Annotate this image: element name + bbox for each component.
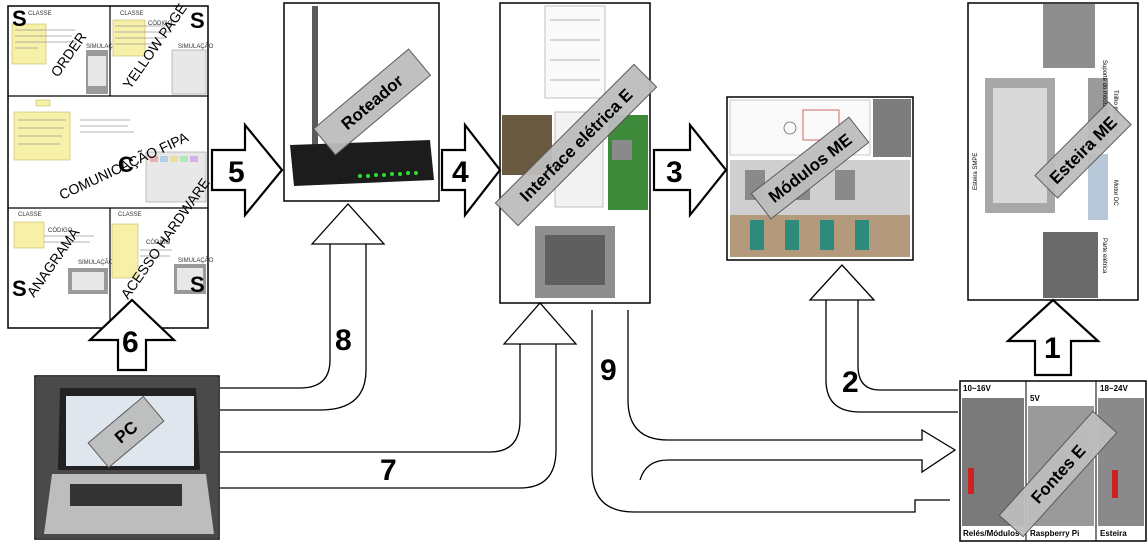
interface-raspberry-photo [608,115,648,210]
interface-schematic [544,5,606,99]
arrow-5: 5 [210,121,284,219]
arrow-2-number: 2 [842,366,859,399]
arrow-4-number: 4 [452,156,469,189]
arrow-3: 3 [652,121,728,219]
order-simulacao-text: SIMULAÇÃO [86,43,122,50]
conveyor-block: Esteira SMPE Suporte do módulos Trilho m… [967,2,1139,301]
router-block: Roteador [283,2,440,202]
arrow-1-number: 1 [1044,332,1061,365]
yp-simulacao-text: SIMULAÇÃO [178,43,214,50]
comunicacao-letter: C [118,152,134,177]
power-top-label-3: 18~24V [1100,384,1128,393]
router-antenna [312,6,318,156]
arrow-5-number: 5 [228,156,245,189]
pc-block: PC [34,375,220,540]
arrow-9: 9 [591,310,957,513]
arrow-7-number: 7 [380,454,397,487]
power-bottom-label-3: Esteira [1100,529,1127,538]
anagrama-classe-text: CLASSE [18,212,42,218]
anagrama-letter: S [12,276,27,301]
arrow-7: 7 [220,302,578,489]
power-bottom-label-2: Raspberry Pi [1030,529,1079,538]
conveyor-photo-4 [1043,232,1098,298]
anagrama-simulacao-text: SIMULAÇÃO [78,259,114,266]
conveyor-side-text: Esteira SMPE [973,153,979,190]
modules-block: Módulos ME [726,96,914,261]
arrow-9-number: 9 [600,354,617,387]
arrow-4: 4 [440,121,502,219]
power-top-label-2: 5V [1030,394,1040,403]
hw-codigo-text: CÓDIGO [146,239,171,246]
order-letter: S [12,6,27,31]
acesso-letter: S [190,272,205,297]
conveyor-photo-label-3: Motor DC [1112,180,1118,206]
order-classe-text: CLASSE [28,11,52,17]
power-photo-3 [1098,398,1144,526]
yp-classe-text: CLASSE [120,11,144,17]
arrow-8: 8 [220,203,386,411]
conveyor-photo-label-4: Parte elétrica [1101,238,1107,274]
arrow-6-number: 6 [122,326,139,359]
router-body [290,140,434,186]
arrow-8-number: 8 [335,324,352,357]
arrow-6: 6 [87,298,177,372]
power-bottom-label-1: Relés/Módulos [963,529,1020,538]
modules-photo-top [873,99,911,157]
arrow-3-number: 3 [666,156,683,189]
pc-banner: PC [87,395,165,469]
conveyor-photo-label-1: Suporte do módulos [1101,60,1107,114]
conveyor-photo-3 [1088,154,1108,220]
anagrama-codigo-text: CÓDIGO [48,227,73,234]
hw-simulacao-text: SIMULAÇÃO [178,257,214,264]
arrow-2: 2 [808,264,958,413]
power-top-label-1: 10~16V [963,384,991,393]
power-block: 10~16V 5V 18~24V Relés/Módulos Raspberry… [959,380,1147,542]
software-panel: CLASSE SIMULAÇÃO S ORDER CLASSE CÓDIGO S… [7,1,214,329]
arrow-1: 1 [1005,298,1101,377]
yp-codigo-text: CÓDIGO [148,20,173,27]
hw-classe-text: CLASSE [118,212,142,218]
yellow-page-letter: S [190,8,205,33]
conveyor-photo-1 [1043,4,1095,68]
interface-block: Interface elétrica E [494,2,658,304]
